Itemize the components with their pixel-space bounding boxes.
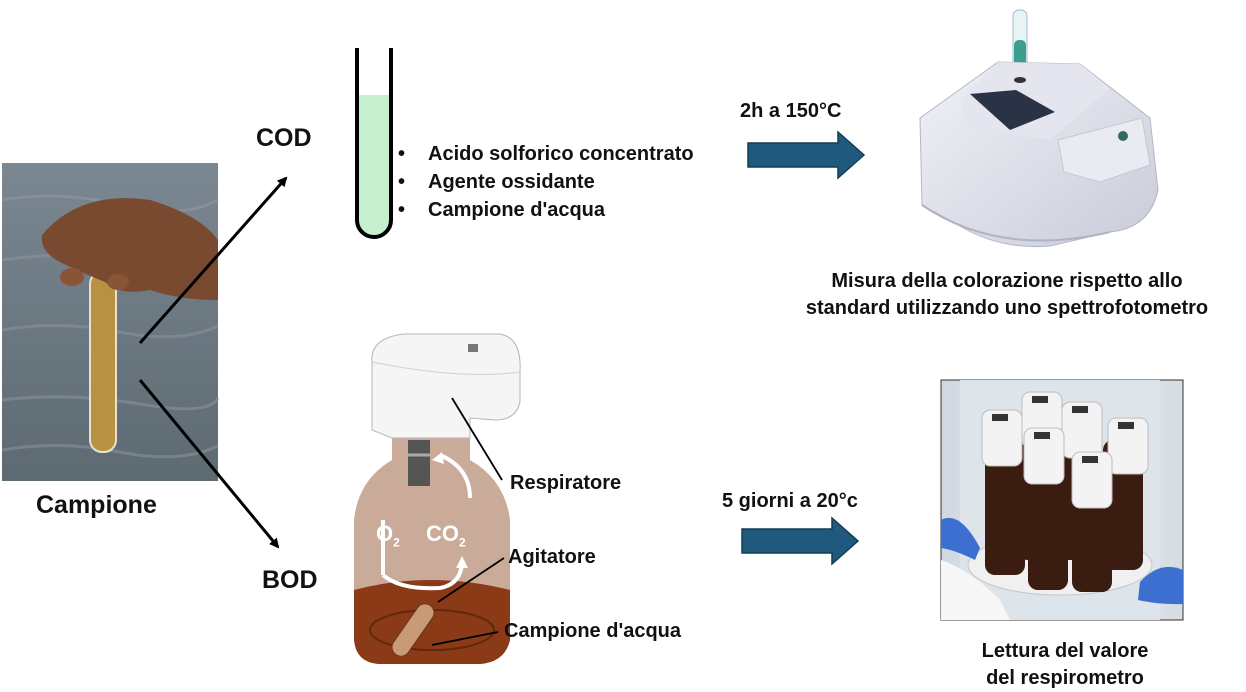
stirrer-callout-line xyxy=(437,557,505,603)
arrow-to-bod xyxy=(138,379,280,549)
cod-result-caption: Misura della colorazione rispetto allo s… xyxy=(770,268,1244,322)
cod-test-tube xyxy=(355,48,393,239)
respirator-callout-line xyxy=(451,397,503,481)
co2-label: CO2 xyxy=(426,521,466,549)
cod-reagent-list: Acido solforico concentrato Agente ossid… xyxy=(398,140,694,224)
o2-subscript: 2 xyxy=(393,535,400,550)
caption-line: Lettura del valore xyxy=(981,640,1149,662)
respirator-label: Respiratore xyxy=(510,472,622,494)
co2-subscript: 2 xyxy=(459,535,466,550)
sample-callout-line xyxy=(431,631,499,646)
spectrophotometer-icon xyxy=(919,9,1159,248)
sample-label: Campione xyxy=(36,491,157,519)
bod-bottle-illustration xyxy=(354,333,521,664)
cod-process-arrow xyxy=(747,130,866,180)
caption-line: standard utilizzando uno spettrofotometr… xyxy=(805,297,1209,319)
list-item: Agente ossidante xyxy=(398,168,694,196)
co2-text: CO xyxy=(426,521,459,546)
water-sample-label: Campione d'acqua xyxy=(504,620,682,642)
cod-condition-label: 2h a 150°C xyxy=(740,100,842,122)
o2-text: O xyxy=(376,521,394,546)
stirrer-label: Agitatore xyxy=(508,546,596,568)
caption-line: del respirometro xyxy=(986,667,1144,689)
bod-label: BOD xyxy=(262,566,318,594)
arrow-to-cod xyxy=(138,176,288,344)
caption-line: Misura della colorazione rispetto allo xyxy=(831,270,1183,292)
sample-photo xyxy=(1,163,220,481)
list-item: Campione d'acqua xyxy=(398,196,694,224)
cod-label: COD xyxy=(256,124,312,152)
o2-label: O2 xyxy=(376,521,400,549)
list-item: Acido solforico concentrato xyxy=(398,140,694,168)
bod-result-caption: Lettura del valore del respirometro xyxy=(920,638,1210,692)
bod-condition-label: 5 giorni a 20°c xyxy=(722,490,858,512)
bod-process-arrow xyxy=(741,516,860,566)
respirometer-photo xyxy=(940,379,1184,621)
